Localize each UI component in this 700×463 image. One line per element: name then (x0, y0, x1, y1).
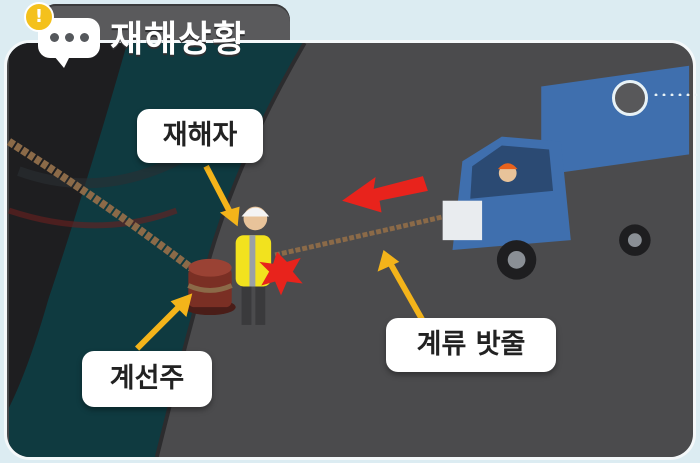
camera-ring-icon (612, 80, 648, 116)
dotted-line (652, 93, 698, 96)
ship-rope (7, 138, 209, 283)
ellipsis-icon (50, 33, 89, 42)
victim-label: 재해자 (137, 109, 263, 163)
exclamation-icon: ! (24, 2, 54, 32)
page-title: 재해상황 (110, 19, 247, 60)
bollard-label: 계선주 (82, 351, 212, 407)
victim-pointer-icon (219, 206, 240, 227)
bollard-icon (184, 258, 236, 316)
mooring-rope (274, 213, 450, 258)
rope-pointer-icon (377, 250, 400, 272)
worker-figure (235, 206, 272, 325)
impact-icon (259, 251, 303, 296)
direction-arrow-icon (342, 176, 428, 213)
mooring-rope-label: 계류 밧줄 (386, 318, 556, 372)
bollard-pointer-icon (170, 293, 193, 318)
